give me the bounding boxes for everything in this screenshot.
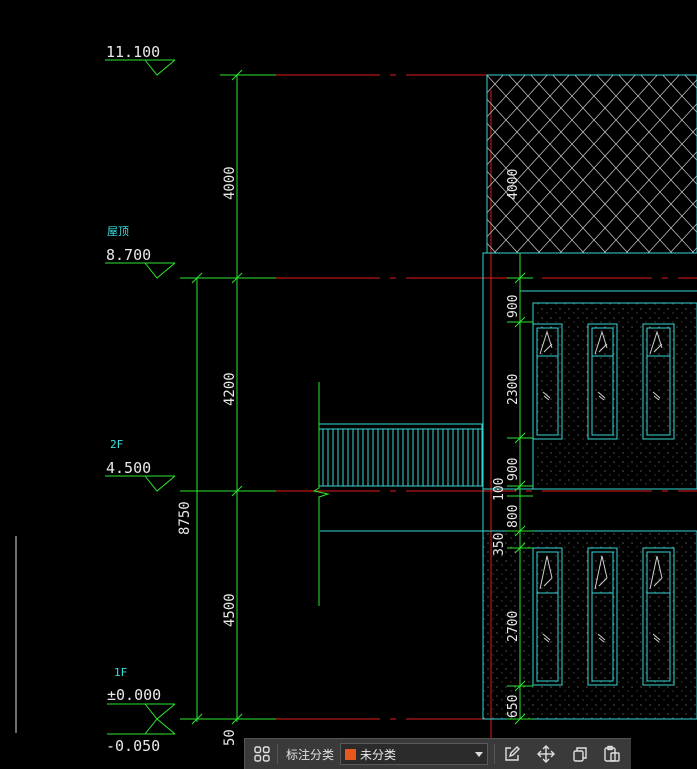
- chevron-down-icon: [475, 751, 484, 757]
- level-roof: 8.700: [106, 246, 151, 264]
- dim-650: 650: [506, 695, 521, 718]
- annotation-toolbar: 标注分类 未分类: [244, 738, 631, 769]
- edit-icon[interactable]: [501, 743, 523, 765]
- level-roof-label: 屋顶: [107, 225, 129, 238]
- category-selected-value: 未分类: [360, 747, 397, 762]
- paste-icon[interactable]: [601, 743, 623, 765]
- dim-900-upper: 900: [506, 295, 521, 318]
- grid-icon[interactable]: [251, 743, 273, 765]
- annotation-category-select[interactable]: 未分类: [340, 743, 489, 765]
- facade-dimension-lines: [507, 253, 533, 725]
- level-1f: ±0.000: [107, 686, 161, 704]
- annotation-category-label: 标注分类: [286, 747, 335, 762]
- upper-windows: [532, 323, 675, 440]
- dim-100: 100: [492, 478, 507, 501]
- dim-2700: 2700: [506, 611, 521, 642]
- level-1f-label: 1F: [114, 666, 127, 679]
- dim-4000-facade: 4000: [506, 169, 521, 200]
- toolbar-divider: [494, 744, 496, 764]
- level-2f: 4.500: [106, 459, 151, 477]
- left-dimension-lines: [180, 69, 276, 725]
- level-ground: -0.050: [106, 737, 160, 755]
- dim-4000-left: 4000: [222, 166, 238, 200]
- dim-50-bottom: 50: [222, 729, 238, 746]
- dim-4500-left: 4500: [222, 593, 238, 627]
- roof-parapet-hatch: [486, 74, 697, 254]
- category-color-swatch: [345, 748, 357, 760]
- dim-350: 350: [492, 533, 507, 556]
- level-roof-top: 11.100: [106, 43, 160, 61]
- copy-icon[interactable]: [569, 743, 591, 765]
- dim-8750-total: 8750: [177, 501, 193, 535]
- toolbar-divider: [277, 744, 278, 764]
- dim-900-lower: 900: [506, 458, 521, 481]
- lower-windows: [532, 547, 675, 686]
- dim-800: 800: [506, 505, 521, 528]
- level-2f-label: 2F: [110, 438, 123, 451]
- break-line: [312, 382, 330, 606]
- dim-2300: 2300: [506, 374, 521, 405]
- balcony-railing: [318, 423, 483, 487]
- move-icon[interactable]: [535, 743, 557, 765]
- dim-4200-left: 4200: [222, 372, 238, 406]
- level-markers: [105, 59, 176, 735]
